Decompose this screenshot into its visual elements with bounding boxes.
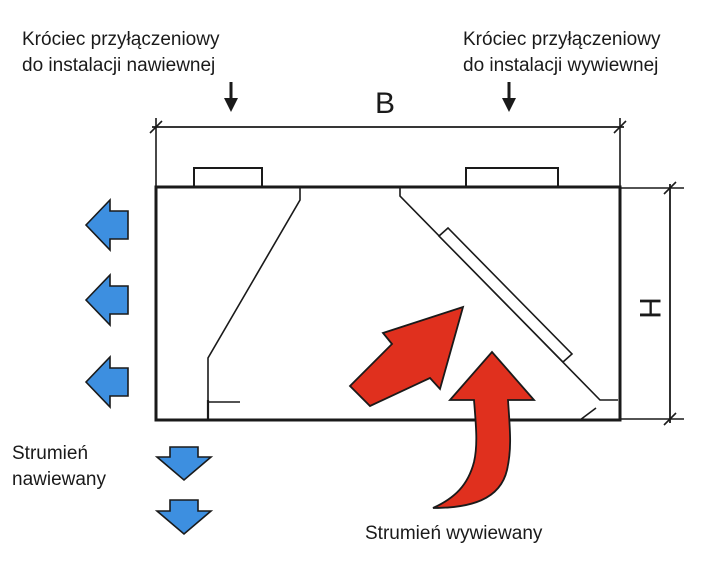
curved-arrow-up-icon: [432, 350, 536, 509]
supply-connection-label-line2: do instalacji nawiewnej: [22, 55, 216, 76]
dimension-h-tick-top: [663, 181, 677, 195]
supply-flow-label: Strumień nawiewany: [12, 441, 106, 493]
arrow-left-icon: [84, 355, 129, 409]
dimension-h-tick-bottom: [663, 412, 677, 426]
exhaust-connection-label: Króciec przyłączeniowy do instalacji wyw…: [463, 27, 660, 79]
supply-arrows-down: [154, 446, 214, 536]
supply-connection-pointer: [224, 82, 238, 112]
exhaust-connector-stub: [465, 167, 559, 188]
dimension-b-text: B: [375, 87, 395, 120]
exhaust-connection-label-line2: do instalacji wywiewnej: [463, 55, 659, 76]
supply-plenum-wall: [207, 187, 301, 403]
supply-arrows-left: [84, 198, 129, 409]
supply-flow-label-line1: Strumień: [12, 443, 89, 464]
exhaust-arrow-diagonal-icon: [348, 305, 465, 408]
exhaust-flow-label: Strumień wywiewany: [365, 523, 543, 544]
arrow-down-icon: [154, 446, 214, 482]
dimension-b-tick-right: [613, 120, 627, 134]
supply-connection-label: Króciec przyłączeniowy do instalacji naw…: [22, 27, 219, 79]
dimension-h: H: [620, 181, 684, 426]
exhaust-connection-pointer: [502, 82, 516, 112]
arrow-left-icon: [84, 198, 129, 252]
dimension-b-tick-left: [149, 120, 163, 134]
supply-connection-label-line1: Króciec przyłączeniowy: [22, 29, 220, 50]
exhaust-connection-label-line1: Króciec przyłączeniowy: [463, 29, 661, 50]
dimension-h-text: H: [633, 297, 666, 319]
grease-filter: [437, 226, 574, 364]
dimension-b: B: [149, 87, 627, 186]
arrow-left-icon: [84, 273, 129, 327]
arrow-down-icon: [154, 499, 214, 536]
supply-connector-stub: [193, 167, 263, 188]
supply-flow-label-line2: nawiewany: [12, 469, 106, 490]
